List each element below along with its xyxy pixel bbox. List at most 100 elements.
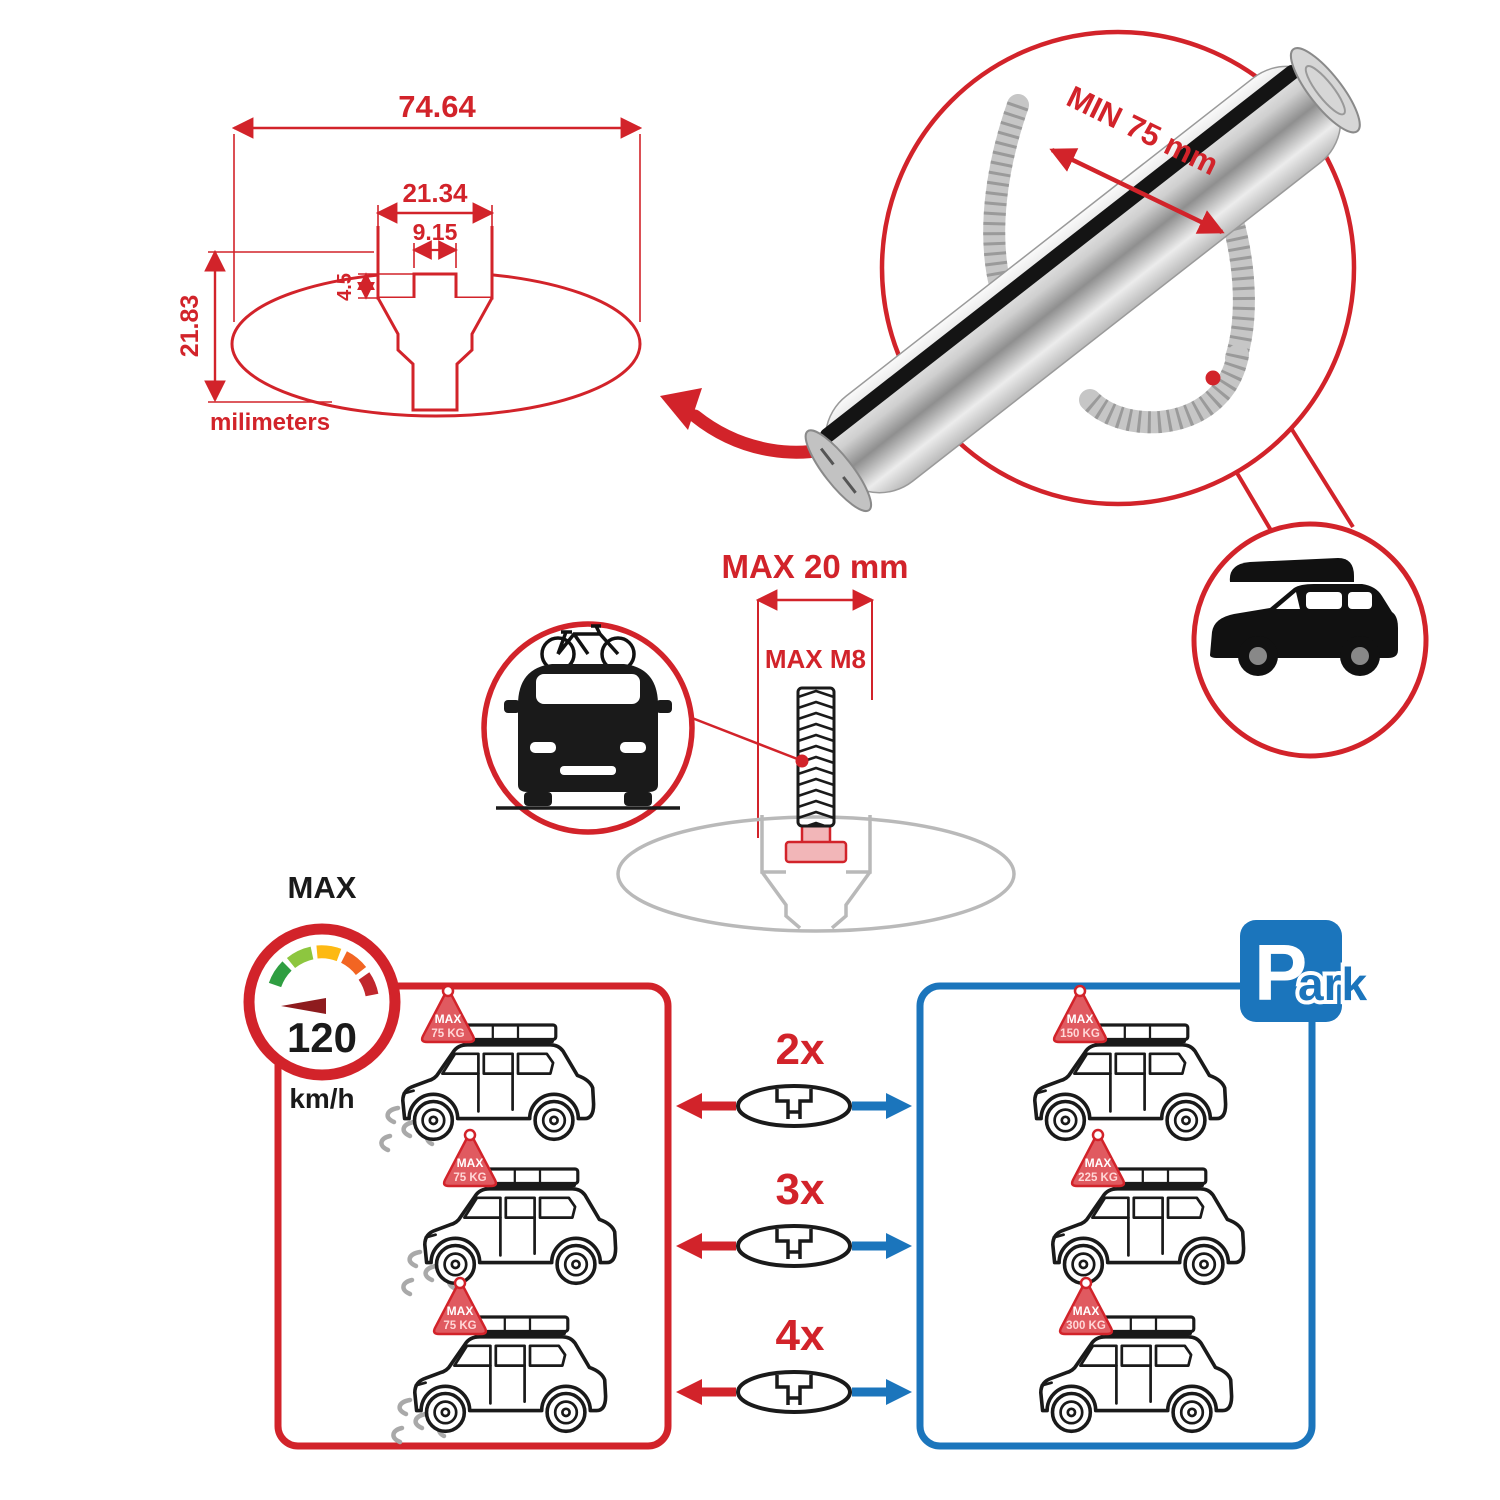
parked-car-row2: MAX 225 KG — [1051, 1128, 1246, 1286]
driving-car-row3: MAX 75 KG — [393, 1276, 608, 1442]
parked-car-row3: MAX 300 KG — [1039, 1276, 1234, 1434]
car-tyre-left — [524, 792, 552, 806]
badge-max-label: MAX — [1085, 1156, 1112, 1170]
row-multiplier: 3x — [776, 1165, 825, 1214]
row-multiplier: 2x — [776, 1025, 825, 1074]
speed-value: 120 — [287, 1014, 357, 1061]
min-span-arrow — [1049, 147, 1225, 235]
rear-window — [1348, 592, 1372, 609]
load-badge: MAX 150 KG — [1052, 984, 1108, 1044]
dim-total-width-label: 74.64 — [398, 89, 476, 124]
driving-car-row2: MAX 75 KG — [403, 1128, 618, 1294]
gauge-arcs — [268, 945, 379, 997]
vehicle-thumbnail-circle — [1191, 521, 1429, 759]
gauge-arc-yellow — [316, 945, 342, 962]
windshield — [1276, 592, 1300, 609]
badge-ring — [1073, 984, 1087, 998]
parking-sign-square — [1240, 920, 1342, 1022]
crossbar-section-icon — [736, 1084, 852, 1128]
dim-total-height-label: 21.83 — [176, 295, 204, 358]
parking-sign-ark: ark — [1298, 958, 1367, 1010]
crossbar-section-icon — [736, 1370, 852, 1414]
profile-channel-stem — [376, 297, 494, 412]
car-mirror-right — [656, 700, 672, 713]
bolt-max-size-label: MAX 20 mm — [721, 548, 908, 585]
right-arrow-head — [886, 1379, 912, 1405]
gauge-arc-yellowgreen — [286, 946, 314, 969]
bolt-max-thread-label: MAX M8 — [765, 644, 866, 674]
gauge-arc-red — [358, 972, 379, 997]
row-1-links: 2x — [676, 1025, 912, 1128]
side-window — [1306, 592, 1342, 609]
badge-ring — [1079, 1276, 1093, 1290]
badge-value: 225 KG — [1078, 1172, 1118, 1184]
gauge-needle — [281, 998, 326, 1014]
front-hub — [1249, 647, 1267, 665]
zoom-circle — [879, 29, 1357, 507]
speedometer-gauge: MAX 120 km/h — [243, 870, 401, 1114]
parked-car-row1: MAX 150 KG — [1033, 984, 1228, 1142]
badge-max-label: MAX — [1067, 1012, 1094, 1026]
car-front-icon — [496, 664, 680, 810]
bicycle-icon — [540, 624, 636, 672]
car-tyre-right — [624, 792, 652, 806]
car-headlight-left — [530, 742, 556, 753]
badge-value: 75 KG — [443, 1320, 476, 1332]
car-mirror-left — [504, 700, 520, 713]
rear-hub — [1351, 647, 1369, 665]
left-arrow-head — [676, 1233, 702, 1259]
badge-max-label: MAX — [1073, 1304, 1100, 1318]
badge-ring — [1091, 1128, 1105, 1142]
badge-max-label: MAX — [457, 1156, 484, 1170]
crossbar-end-cap — [1289, 47, 1361, 134]
load-badge: MAX 75 KG — [420, 984, 476, 1044]
clamp-bottom-loop-thread — [1082, 352, 1249, 434]
left-arrow-head — [676, 1379, 702, 1405]
gauge-arc-orange — [340, 951, 367, 976]
right-arrow-head — [886, 1093, 912, 1119]
gauge-arc-green — [268, 961, 292, 988]
dim-opening-width-label: 21.34 — [402, 178, 468, 208]
dim-slot-depth-label: 4.5 — [334, 273, 356, 301]
badge-value: 75 KG — [453, 1172, 486, 1184]
row-multiplier: 4x — [776, 1311, 825, 1360]
badge-ring — [463, 1128, 477, 1142]
badge-max-label: MAX — [447, 1304, 474, 1318]
dim-slot-width-label: 9.15 — [413, 219, 458, 245]
speed-unit: km/h — [289, 1083, 354, 1114]
profile-dimension-diagram: 74.64 21.34 9.15 4.5 21.83 milimeters — [176, 89, 643, 436]
badge-value: 300 KG — [1066, 1320, 1106, 1332]
roof-box — [1229, 558, 1354, 582]
clamp-arm-left — [983, 94, 1029, 296]
load-badge: MAX 75 KG — [442, 1128, 498, 1188]
driving-car-row1: MAX 75 KG — [381, 984, 596, 1150]
bolt-pointer-dot — [795, 754, 809, 768]
clamp-point-dot — [1205, 370, 1221, 386]
parking-sign-p: P — [1254, 928, 1307, 1017]
left-arrow-head — [676, 1093, 702, 1119]
badge-ring — [441, 984, 455, 998]
car-plate — [560, 766, 616, 775]
parking-sign: P ark — [1240, 920, 1371, 1022]
bike-frame — [556, 624, 620, 656]
badge-ring — [453, 1276, 467, 1290]
unit-label: milimeters — [210, 409, 330, 436]
bolt-t-head — [784, 840, 848, 864]
car-front-windshield — [536, 674, 640, 704]
badge-value: 150 KG — [1060, 1028, 1100, 1040]
load-badge: MAX 225 KG — [1070, 1128, 1126, 1188]
bar-zoom-circle: MIN 75 mm — [804, 29, 1361, 513]
bolt-pointer-line — [691, 716, 801, 762]
badge-max-label: MAX — [435, 1012, 462, 1026]
crossbar-section-icon — [736, 1224, 852, 1268]
row-2-links: 3x — [676, 1165, 912, 1268]
thumb-connector-1 — [1289, 426, 1355, 529]
crossbar-profile-marks — [819, 447, 857, 494]
zoom-arrow-head — [660, 388, 702, 430]
load-badge: MAX 300 KG — [1058, 1276, 1114, 1336]
gray-profile-stem — [760, 870, 872, 930]
car-front-circle — [481, 621, 695, 835]
row-3-links: 4x — [676, 1311, 912, 1414]
